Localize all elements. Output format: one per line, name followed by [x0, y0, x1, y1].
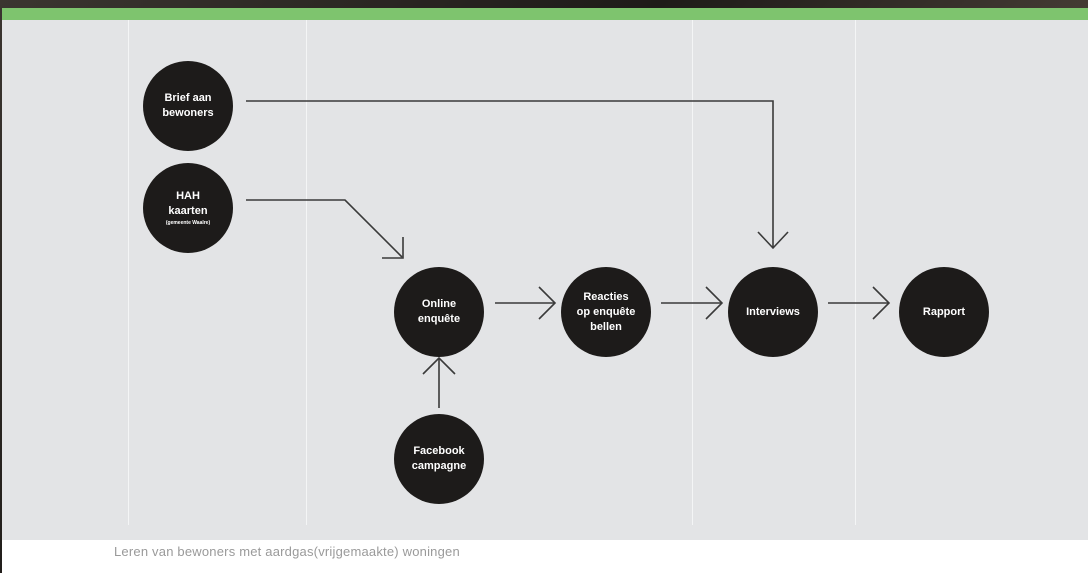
edge-brief-interviews: [246, 100, 774, 247]
column-divider: [855, 20, 856, 525]
node-label: HAH kaarten: [168, 190, 208, 217]
slide: Brief aan bewoners HAH kaarten (gemeente…: [2, 8, 1088, 573]
node-brief-aan-bewoners: Brief aan bewoners: [143, 61, 233, 151]
arrowhead: [872, 286, 891, 320]
node-label: Facebook campagne: [411, 445, 467, 472]
node-facebook-campagne: Facebook campagne: [394, 414, 484, 504]
node-label: Rapport: [922, 305, 966, 318]
column-divider: [128, 20, 129, 525]
node-label: Reacties op enquête bellen: [576, 290, 636, 333]
flow-arrows: [246, 100, 891, 408]
accent-bar: [2, 8, 1088, 20]
arrowhead: [538, 286, 557, 320]
column-divider: [306, 20, 307, 525]
node-hah-kaarten: HAH kaarten (gemeente Waalre): [143, 163, 233, 253]
arrowhead: [757, 231, 789, 250]
node-rapport: Rapport: [899, 267, 989, 357]
node-reacties-bellen: Reacties op enquête bellen: [561, 267, 651, 357]
node-label: Online enquête: [417, 298, 461, 325]
node-sublabel: (gemeente Waalre): [165, 220, 211, 226]
arrowhead: [382, 237, 404, 259]
arrowhead: [422, 356, 456, 375]
node-label: Interviews: [746, 305, 800, 318]
diagram-panel: Brief aan bewoners HAH kaarten (gemeente…: [2, 20, 1088, 540]
node-interviews: Interviews: [728, 267, 818, 357]
edge-hah-online: [246, 199, 403, 258]
slide-caption: Leren van bewoners met aardgas(vrijgemaa…: [114, 544, 460, 559]
node-label: Brief aan bewoners: [162, 92, 214, 119]
node-online-enquete: Online enquête: [394, 267, 484, 357]
arrowhead: [705, 286, 724, 320]
column-divider: [692, 20, 693, 525]
